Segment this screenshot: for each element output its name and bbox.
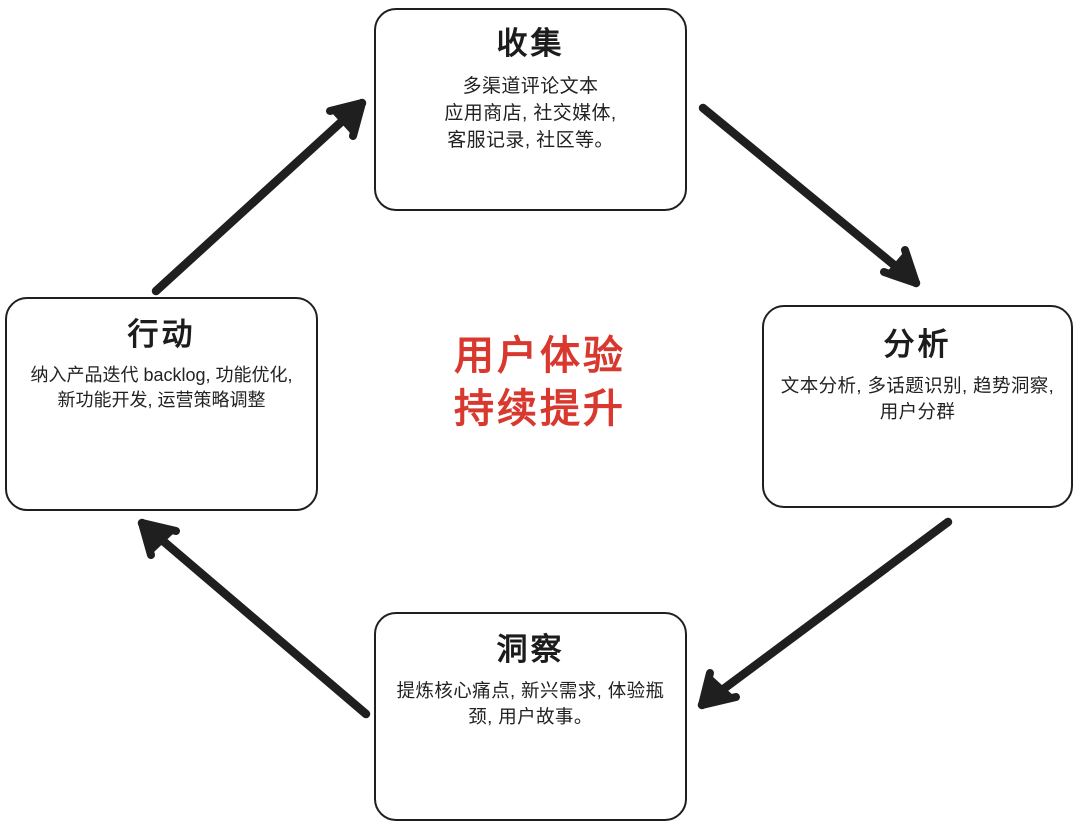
node-collect-title: 收集 (496, 26, 565, 61)
node-analyze[interactable]: 分析 文本分析, 多话题识别, 趋势洞察, 用户分群 (762, 305, 1073, 508)
node-action[interactable]: 行动 纳入产品迭代 backlog, 功能优化, 新功能开发, 运营策略调整 (5, 297, 318, 511)
node-collect[interactable]: 收集 多渠道评论文本 应用商店, 社交媒体, 客服记录, 社区等。 (374, 8, 687, 211)
center-label: 用户体验 持续提升 (454, 334, 626, 431)
node-insight-body: 提炼核心痛点, 新兴需求, 体验瓶颈, 用户故事。 (396, 679, 665, 727)
node-insight-title: 洞察 (496, 632, 565, 667)
node-insight[interactable]: 洞察 提炼核心痛点, 新兴需求, 体验瓶颈, 用户故事。 (374, 612, 687, 821)
node-analyze-body: 文本分析, 多话题识别, 趋势洞察, 用户分群 (780, 374, 1055, 422)
node-collect-body: 多渠道评论文本 应用商店, 社交媒体, 客服记录, 社区等。 (444, 75, 617, 151)
arrow-collect-to-analyze (698, 103, 921, 288)
arrow-action-to-collect (151, 98, 367, 296)
node-action-body: 纳入产品迭代 backlog, 功能优化, 新功能开发, 运营策略调整 (30, 364, 293, 411)
node-analyze-title: 分析 (883, 327, 952, 362)
arrow-analyze-to-insight (697, 517, 953, 710)
node-action-title: 行动 (127, 317, 196, 352)
arrow-insight-to-action (137, 518, 371, 719)
